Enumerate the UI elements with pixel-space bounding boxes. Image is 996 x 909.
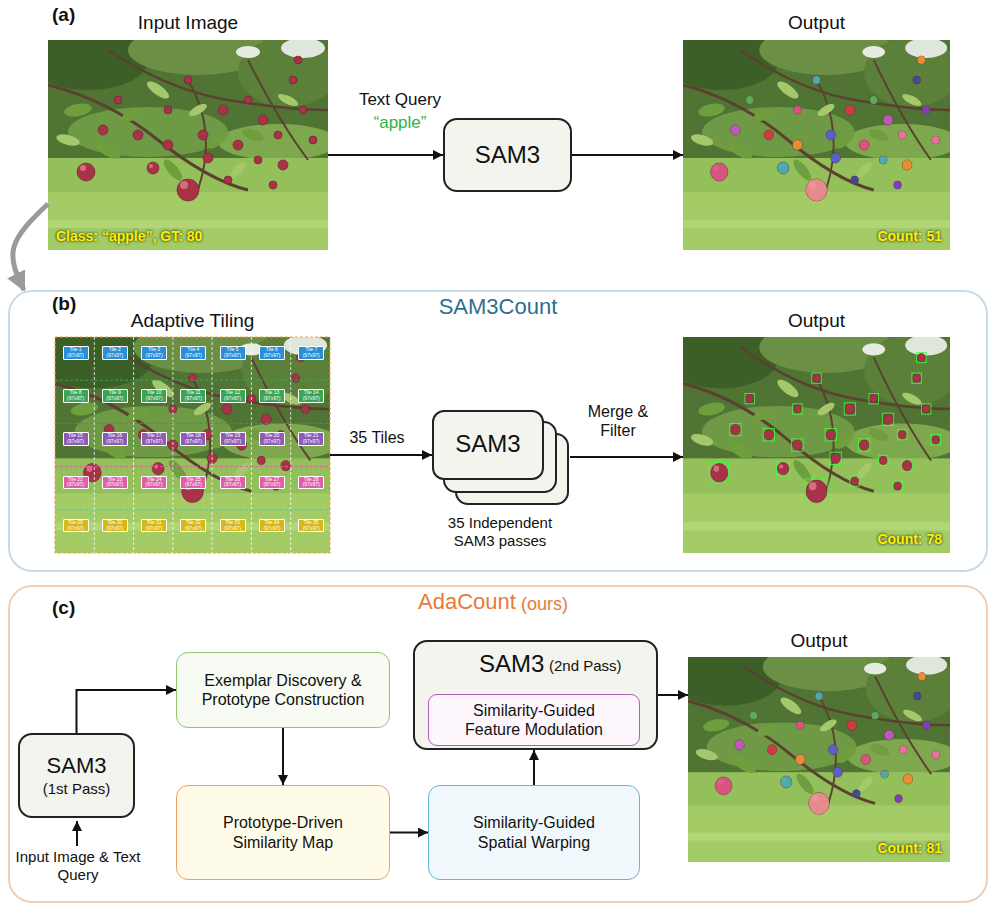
apple-photo	[35, 322, 339, 553]
input-note: Input Image & Text Query	[8, 848, 148, 884]
overlay-text: Count: 81	[877, 840, 942, 857]
flow-arrow	[533, 750, 535, 785]
panel-title: AdaCount	[418, 589, 516, 615]
query-text: “apple”	[340, 113, 460, 133]
image-heading: Output	[688, 630, 950, 653]
pass-label: (2nd Pass)	[549, 657, 622, 675]
model-box: SAM3(1st Pass)	[18, 733, 135, 818]
image-heading: Output	[683, 12, 950, 35]
panel-letter: (b)	[52, 293, 76, 316]
pass-label: (1st Pass)	[43, 780, 111, 798]
process-text: Similarity-Guided Spatial Warping	[451, 813, 617, 851]
model-box: SAM3	[443, 118, 572, 192]
apple-photo	[664, 25, 960, 250]
process-box: Exemplar Discovery & Prototype Construct…	[176, 652, 390, 728]
process-box: Prototype-Driven Similarity Map	[176, 785, 390, 880]
apple-photo	[669, 642, 959, 862]
apple-photo	[28, 25, 338, 250]
image-panel: OutputCount: 51	[683, 40, 950, 250]
image-panel: Adaptive Tiling	[55, 337, 330, 553]
model-name: SAM3	[479, 650, 544, 679]
stack-caption: 35 Independent SAM3 passes	[432, 514, 568, 550]
flow-arrow	[330, 454, 432, 456]
flow-arrow	[282, 728, 284, 785]
image-heading: Output	[683, 310, 950, 333]
panel-letter: (c)	[52, 597, 75, 620]
edge-label: Text Query	[340, 90, 460, 110]
panel-letter: (a)	[52, 4, 75, 27]
model-stack: SAM335 Independent SAM3 passes	[432, 410, 544, 480]
flow-arrow	[328, 154, 443, 156]
process-text: Prototype-Driven Similarity Map	[199, 813, 367, 851]
process-box: Similarity-Guided Spatial Warping	[428, 785, 640, 880]
method-panel: AdaCount(ours)SAM3(1st Pass)Exemplar Dis…	[8, 585, 988, 903]
panel-subtitle: (ours)	[521, 594, 568, 616]
flow-arrow	[570, 456, 683, 458]
segmentation-masks	[711, 56, 940, 201]
model-box: SAM3 (2nd Pass) Similarity-Guided Feature …	[413, 640, 658, 750]
apple-photo	[664, 322, 960, 553]
input-arrow	[76, 821, 78, 846]
model-name: SAM3	[475, 141, 540, 170]
flow-arrow	[658, 694, 688, 696]
flow-arrow	[390, 832, 428, 834]
curved-arrow	[13, 204, 48, 290]
image-panel: OutputCount: 81	[688, 657, 950, 862]
edge-label: Merge & Filter	[578, 402, 658, 440]
overlay-text: Class: “apple”, GT: 80	[56, 228, 202, 245]
model-name: SAM3	[434, 430, 542, 459]
method-panel: SAM3CountAdaptive TilingSAM335 Independe…	[8, 290, 988, 572]
process-text: Similarity-Guided Feature Modulation	[449, 701, 619, 739]
image-panel: Input ImageClass: “apple”, GT: 80	[48, 40, 328, 250]
process-text: Exemplar Discovery & Prototype Construct…	[185, 671, 381, 709]
image-heading: Input Image	[48, 12, 328, 35]
image-panel: OutputCount: 78	[683, 337, 950, 553]
image-heading: Adaptive Tiling	[55, 310, 330, 333]
flow-arrow	[572, 154, 683, 156]
edge-label: 35 Tiles	[332, 428, 422, 447]
process-box: Similarity-Guided Feature Modulation	[428, 694, 640, 746]
tile-grid	[55, 337, 330, 553]
overlay-text: Count: 78	[877, 531, 942, 548]
flow-arrow	[77, 690, 177, 733]
model-name: SAM3	[47, 753, 107, 779]
detection-boxes	[710, 352, 941, 503]
overlay-text: Count: 51	[877, 228, 942, 245]
segmentation-masks	[715, 673, 940, 815]
